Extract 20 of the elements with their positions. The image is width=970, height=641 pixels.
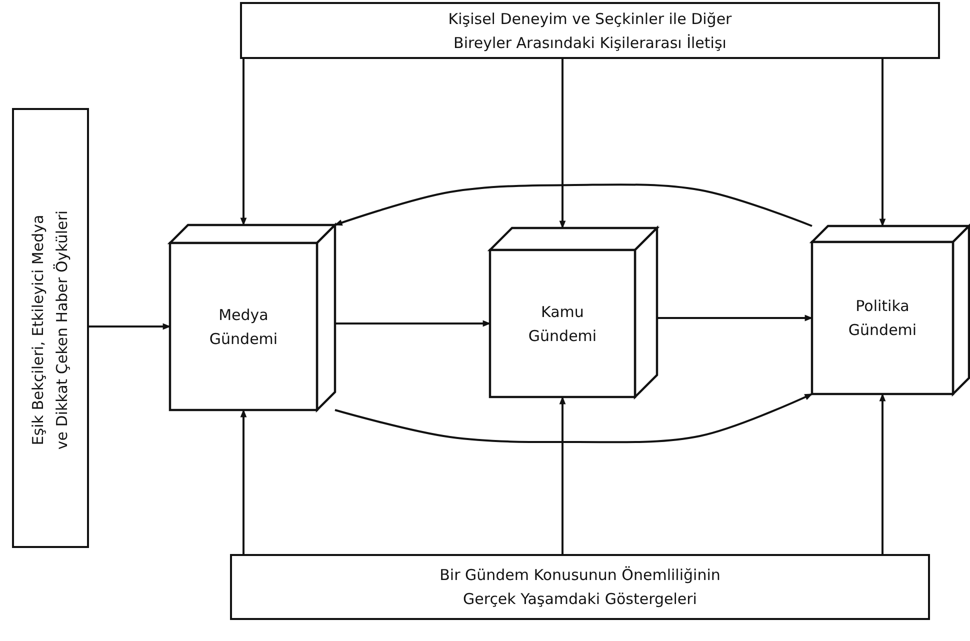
loop-arrow bbox=[334, 393, 813, 444]
box-label: Bir Gündem Konusunun Önemliliğinin Gerçek Yaşamdaki Göstergeleri bbox=[438, 565, 722, 610]
arrow bbox=[240, 409, 247, 554]
arrow bbox=[879, 393, 886, 554]
side-box bbox=[12, 108, 89, 548]
arrow bbox=[89, 323, 171, 330]
arrow bbox=[879, 59, 886, 227]
arrow bbox=[657, 314, 813, 322]
box-label: Kişisel Deneyim ve Seçkinler ile Diğer Bireyler Arasındaki Kişilerarası İletişı bbox=[447, 8, 733, 54]
arrow bbox=[559, 396, 566, 554]
footer-box bbox=[230, 554, 930, 620]
arrow bbox=[559, 59, 566, 229]
side-label: Eşik Bekçileri, Etkileyici Medya ve Dikkat Çeken Haber Öyküleri bbox=[28, 209, 72, 452]
header-box bbox=[240, 2, 940, 59]
loop-arrow bbox=[334, 184, 812, 227]
arrow bbox=[240, 59, 247, 226]
agenda-label: Kamu Gündemi bbox=[527, 302, 598, 346]
agenda-label: Medya Gündemi bbox=[208, 304, 279, 350]
agenda-label: Politika Gündemi bbox=[847, 296, 918, 341]
arrow bbox=[335, 320, 491, 327]
